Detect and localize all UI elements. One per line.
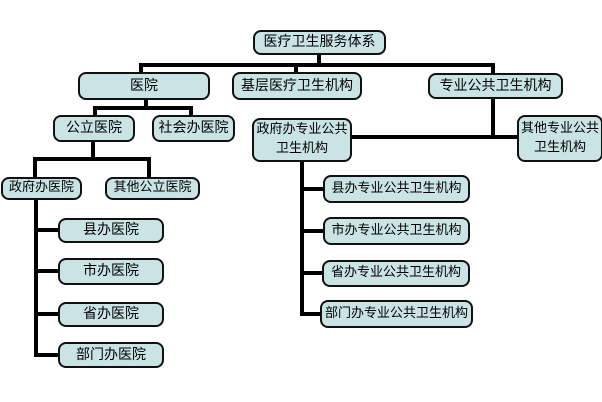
connector-stub-province-hospital xyxy=(34,312,59,316)
connector-top-horizontal xyxy=(139,63,495,67)
connector-hospital-down xyxy=(144,99,148,108)
connector-pro-public-health-down xyxy=(491,98,495,139)
node-root: 医疗卫生服务体系 xyxy=(253,30,386,55)
node-gov-hospital: 政府办医院 xyxy=(1,177,82,200)
connector-into-gov-hospital xyxy=(33,157,37,178)
connector-stub-department-pph xyxy=(300,312,321,316)
node-other-public-hospital: 其他公立医院 xyxy=(105,177,200,200)
connector-stub-county-pph xyxy=(300,187,324,191)
connector-stub-city-pph xyxy=(300,229,324,233)
node-province-pph: 省办专业公共卫生机构 xyxy=(322,260,470,287)
connector-gov-hospital-down xyxy=(34,199,38,357)
connector-stub-city-hospital xyxy=(34,269,59,273)
node-primary-care: 基层医疗卫生机构 xyxy=(232,72,362,100)
connector-stub-department-hospital xyxy=(34,353,59,357)
node-province-hospital: 省办医院 xyxy=(58,302,164,327)
node-social-hospital: 社会办医院 xyxy=(152,115,235,142)
node-other-pro-public-health: 其他专业公共 卫生机构 xyxy=(517,115,602,162)
connector-into-public-hospital xyxy=(93,106,97,116)
connector-into-hospital xyxy=(139,63,143,73)
connector-into-social-hospital xyxy=(189,106,193,116)
node-city-hospital: 市办医院 xyxy=(58,258,164,285)
connector-stub-county-hospital xyxy=(34,228,59,232)
node-county-hospital: 县办医院 xyxy=(58,218,164,243)
connector-into-other-public-hospital xyxy=(147,157,151,178)
connector-into-primary-care xyxy=(294,63,298,73)
connector-stub-province-pph xyxy=(300,271,323,275)
node-pro-public-health: 专业公共卫生机构 xyxy=(428,73,563,99)
connector-hospital-horizontal xyxy=(93,106,193,110)
node-city-pph: 市办专业公共卫生机构 xyxy=(323,217,470,245)
connector-pro-public-health-horizontal xyxy=(352,135,519,139)
connector-public-hospital-down xyxy=(91,141,95,160)
connector-root-down xyxy=(317,55,321,65)
node-gov-pro-public-health: 政府办专业公共 卫生机构 xyxy=(252,118,352,162)
connector-public-hospital-horizontal xyxy=(33,157,151,161)
connector-into-pro-public-health xyxy=(491,63,495,74)
node-department-hospital: 部门办医院 xyxy=(58,342,164,368)
connector-gov-pph-down xyxy=(300,161,304,316)
node-public-hospital: 公立医院 xyxy=(53,115,135,142)
node-county-pph: 县办专业公共卫生机构 xyxy=(323,175,470,203)
node-hospital: 医院 xyxy=(78,72,210,100)
node-department-pph: 部门办专业公共卫生机构 xyxy=(320,300,473,328)
